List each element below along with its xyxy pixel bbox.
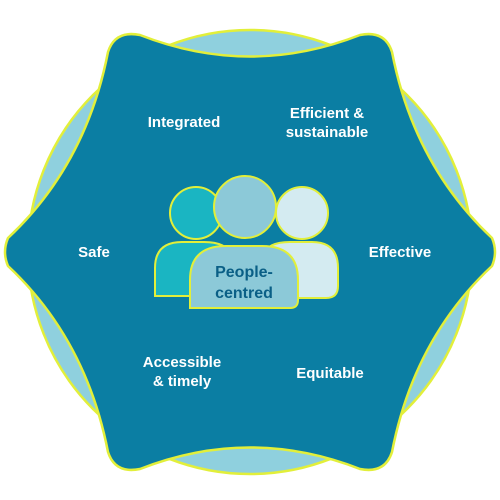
person-right-head-icon bbox=[275, 186, 329, 240]
label-efficient-sustainable: Efficient & sustainable bbox=[264, 104, 390, 142]
label-accessible-line2: & timely bbox=[152, 373, 212, 390]
people-group-icon bbox=[154, 175, 339, 309]
label-safe: Safe bbox=[62, 243, 126, 262]
label-effective: Effective bbox=[354, 243, 446, 262]
label-equitable-text: Equitable bbox=[296, 365, 364, 382]
center-label-people-centred: People- centred bbox=[191, 262, 297, 304]
label-accessible-timely: Accessible & timely bbox=[124, 353, 240, 391]
label-equitable: Equitable bbox=[280, 364, 380, 383]
center-label-line1: People- bbox=[215, 264, 273, 281]
label-integrated-text: Integrated bbox=[147, 114, 221, 131]
label-safe-text: Safe bbox=[78, 244, 110, 261]
label-effective-text: Effective bbox=[368, 244, 432, 261]
person-center-head-icon bbox=[213, 175, 277, 239]
label-accessible-line1: Accessible bbox=[142, 354, 222, 371]
label-efficient-line2: sustainable bbox=[285, 124, 369, 141]
label-integrated: Integrated bbox=[128, 113, 240, 132]
person-center-body-icon bbox=[189, 245, 299, 309]
label-efficient-line1: Efficient & bbox=[289, 105, 365, 122]
center-label-line2: centred bbox=[215, 285, 273, 302]
